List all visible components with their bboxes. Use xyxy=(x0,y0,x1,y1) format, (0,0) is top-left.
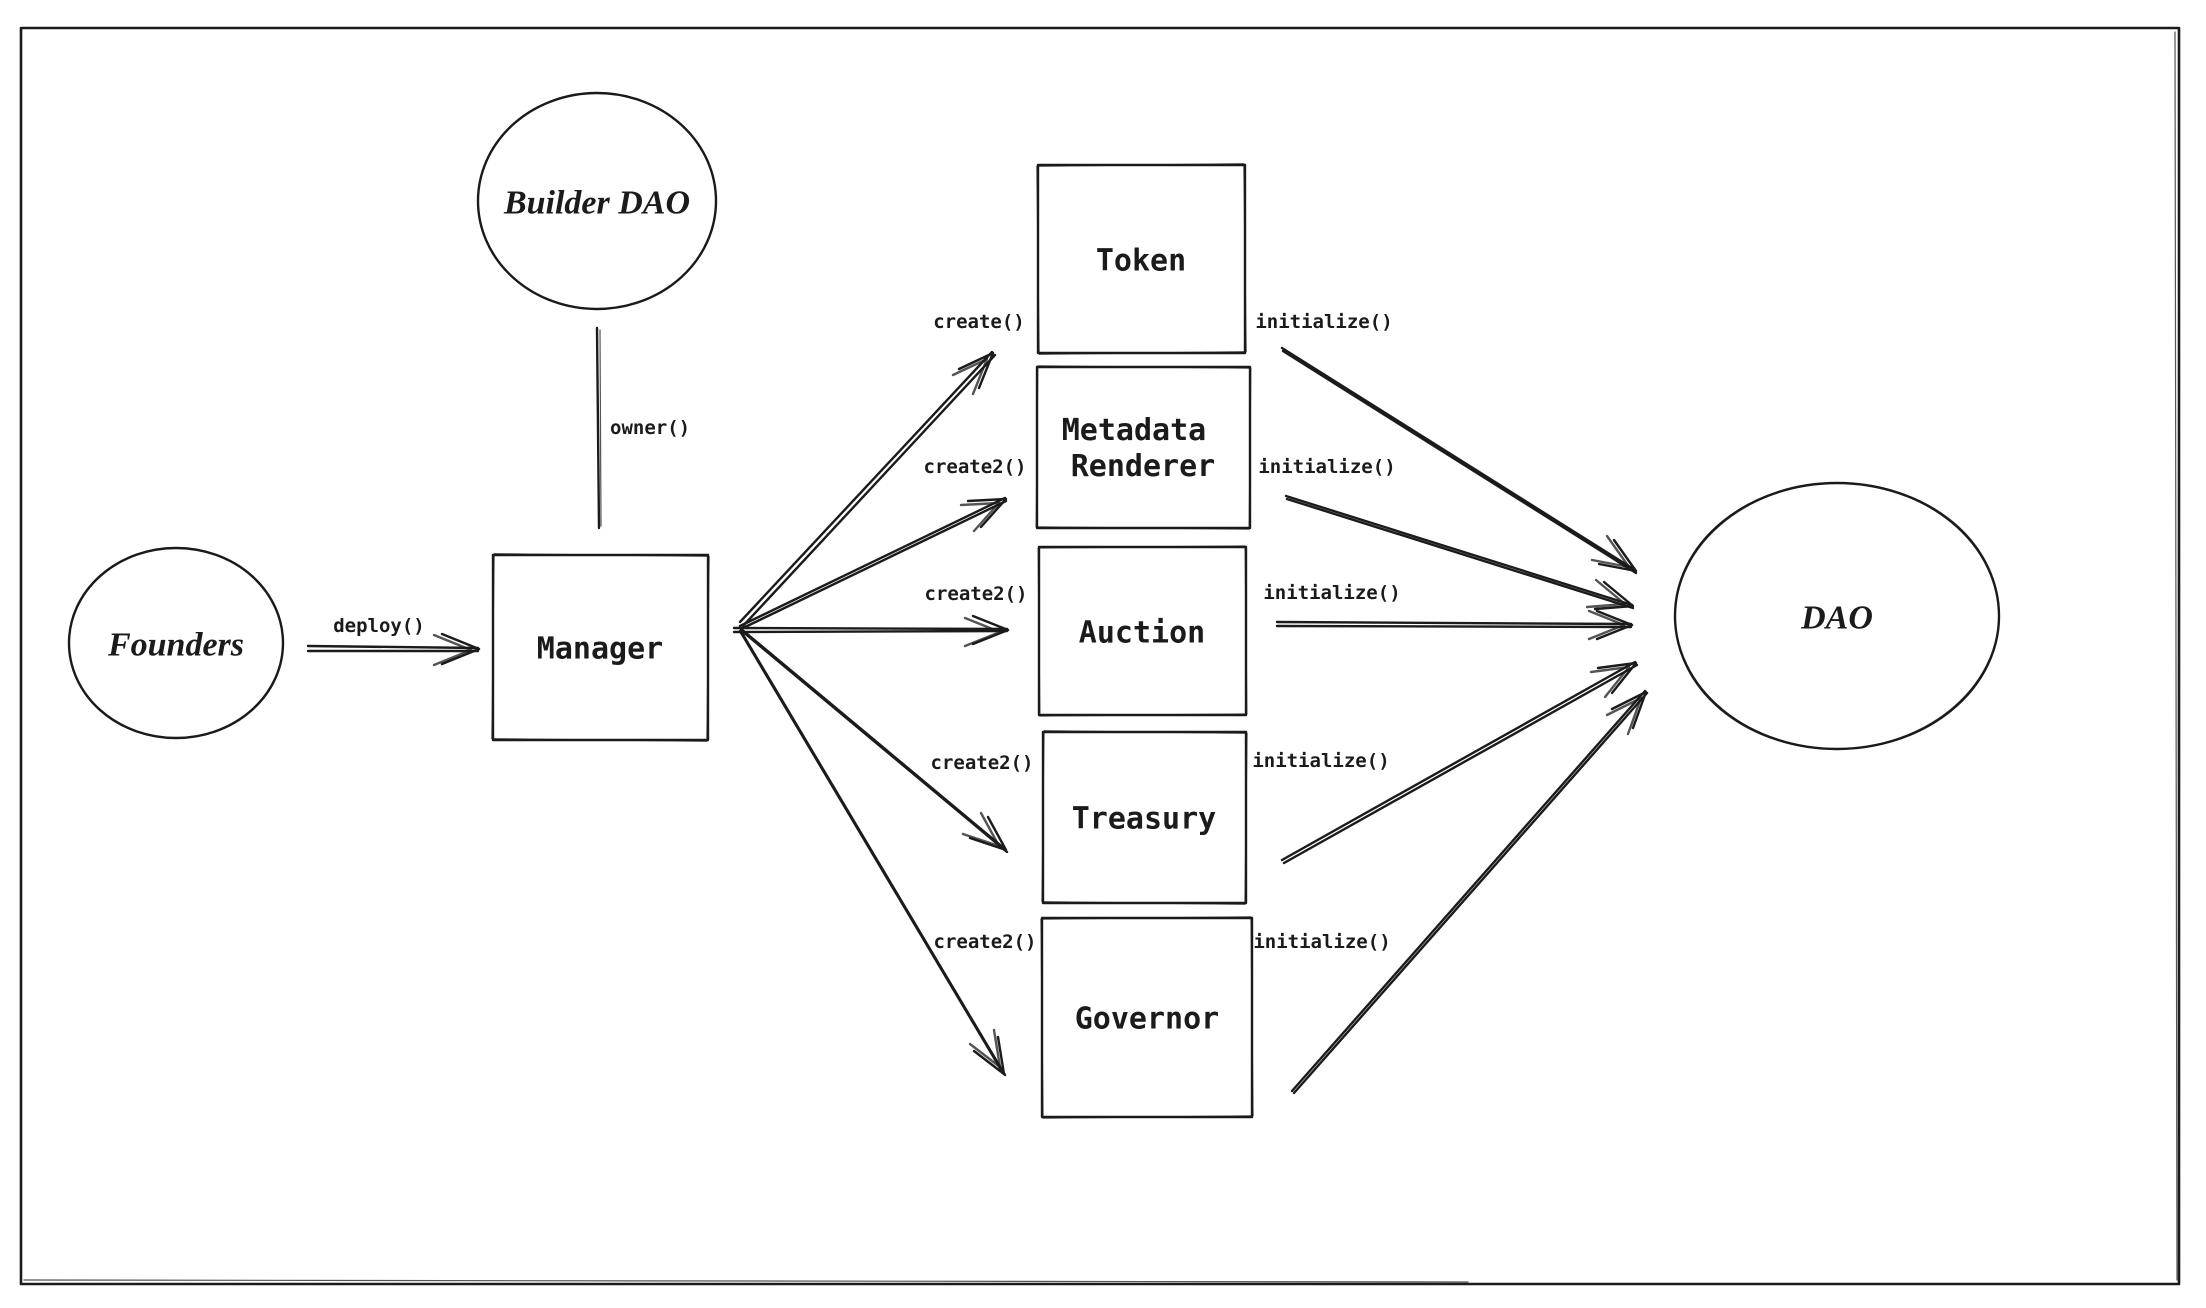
initialize-auction-edge: initialize() xyxy=(1263,582,1634,641)
dao-node: DAO xyxy=(1673,481,2001,751)
metadata-renderer-label-line1: Metadata xyxy=(1062,413,1207,448)
initialize-metadata-renderer-edge-label: initialize() xyxy=(1258,456,1395,478)
dao-label: DAO xyxy=(1800,600,1873,637)
governor-node: Governor xyxy=(1040,916,1254,1119)
owner-edge-label: owner() xyxy=(610,417,690,439)
token-label: Token xyxy=(1096,244,1186,279)
auction-label: Auction xyxy=(1079,616,1205,651)
create2-metadata-renderer-edge: create2() xyxy=(738,456,1027,631)
metadata-renderer-label: Metadata Renderer xyxy=(1062,413,1225,484)
create2-auction-edge-label: create2() xyxy=(925,583,1028,605)
token-node: Token xyxy=(1036,163,1247,355)
governor-label: Governor xyxy=(1075,1002,1220,1037)
create2-governor-edge-label: create2() xyxy=(934,931,1037,953)
founders-node: Founders xyxy=(67,546,285,740)
create2-treasury-edge: create2() xyxy=(738,626,1034,854)
create2-metadata-renderer-edge-label: create2() xyxy=(924,456,1027,478)
owner-edge: owner() xyxy=(595,326,690,530)
deploy-edge: deploy() xyxy=(306,615,481,667)
metadata-renderer-label-line2: Renderer xyxy=(1071,449,1216,484)
initialize-governor-edge-label: initialize() xyxy=(1253,931,1390,953)
initialize-treasury-edge: initialize() xyxy=(1252,660,1639,865)
initialize-token-edge: initialize() xyxy=(1255,311,1638,575)
builder-dao-label: Builder DAO xyxy=(503,185,690,222)
create-token-edge-label: create() xyxy=(933,311,1025,333)
manager-label: Manager xyxy=(537,632,663,667)
deploy-edge-label: deploy() xyxy=(333,615,425,637)
manager-node: Manager xyxy=(491,553,710,742)
create2-governor-edge: create2() xyxy=(738,629,1037,1077)
initialize-governor-edge: initialize() xyxy=(1253,689,1649,1095)
initialize-auction-edge-label: initialize() xyxy=(1263,582,1400,604)
builder-dao-node: Builder DAO xyxy=(476,91,718,311)
create2-treasury-edge-label: create2() xyxy=(931,752,1034,774)
initialize-treasury-edge-label: initialize() xyxy=(1252,750,1389,772)
treasury-node: Treasury xyxy=(1041,730,1248,905)
outer-frame xyxy=(19,26,2181,1286)
auction-node: Auction xyxy=(1037,545,1248,717)
treasury-label: Treasury xyxy=(1072,802,1217,837)
initialize-token-edge-label: initialize() xyxy=(1255,311,1392,333)
metadata-renderer-node: Metadata Renderer xyxy=(1035,365,1252,530)
create-token-edge: create() xyxy=(738,311,1025,628)
founders-label: Founders xyxy=(107,627,244,664)
initialize-metadata-renderer-edge: initialize() xyxy=(1258,456,1635,611)
create2-auction-edge: create2() xyxy=(732,583,1028,648)
